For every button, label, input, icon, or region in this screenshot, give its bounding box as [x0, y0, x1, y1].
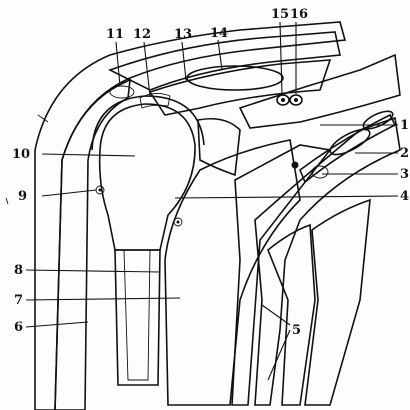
label-9: 9 [18, 189, 27, 204]
label-13: 13 [174, 27, 192, 42]
leader-4 [175, 196, 398, 198]
label-3: 3 [400, 167, 409, 182]
deltoid-muscle [55, 80, 130, 410]
label-7: 7 [14, 293, 23, 308]
label-10: 10 [12, 147, 30, 162]
leader-8 [26, 270, 160, 272]
label-15: 15 [271, 7, 289, 22]
glenoid-region [198, 119, 240, 175]
label-11: 11 [106, 27, 124, 42]
label-1: 1 [400, 118, 409, 133]
label-2: 2 [400, 146, 409, 161]
humerus-head [100, 104, 195, 250]
structure-11 [110, 86, 134, 98]
label-4: 4 [400, 189, 409, 204]
vessel-mid [292, 162, 299, 169]
label-8: 8 [14, 263, 23, 278]
label-5: 5 [292, 323, 301, 338]
leader-5a [262, 305, 290, 325]
structure-1-vein [361, 108, 395, 132]
leader-7 [26, 298, 180, 300]
label-6: 6 [14, 320, 23, 335]
humerus-medullary [124, 250, 150, 380]
label-14: 14 [210, 26, 228, 41]
subscapularis-muscle [165, 140, 300, 405]
structure-3-nerve [312, 166, 328, 178]
leader-15 [280, 22, 282, 94]
label-16: 16 [290, 7, 308, 22]
humerus-shaft [115, 250, 160, 385]
structure-2-vessel [327, 125, 373, 160]
leader-11 [116, 42, 120, 86]
neurovascular-sheath [255, 118, 400, 405]
label-12: 12 [133, 27, 151, 42]
